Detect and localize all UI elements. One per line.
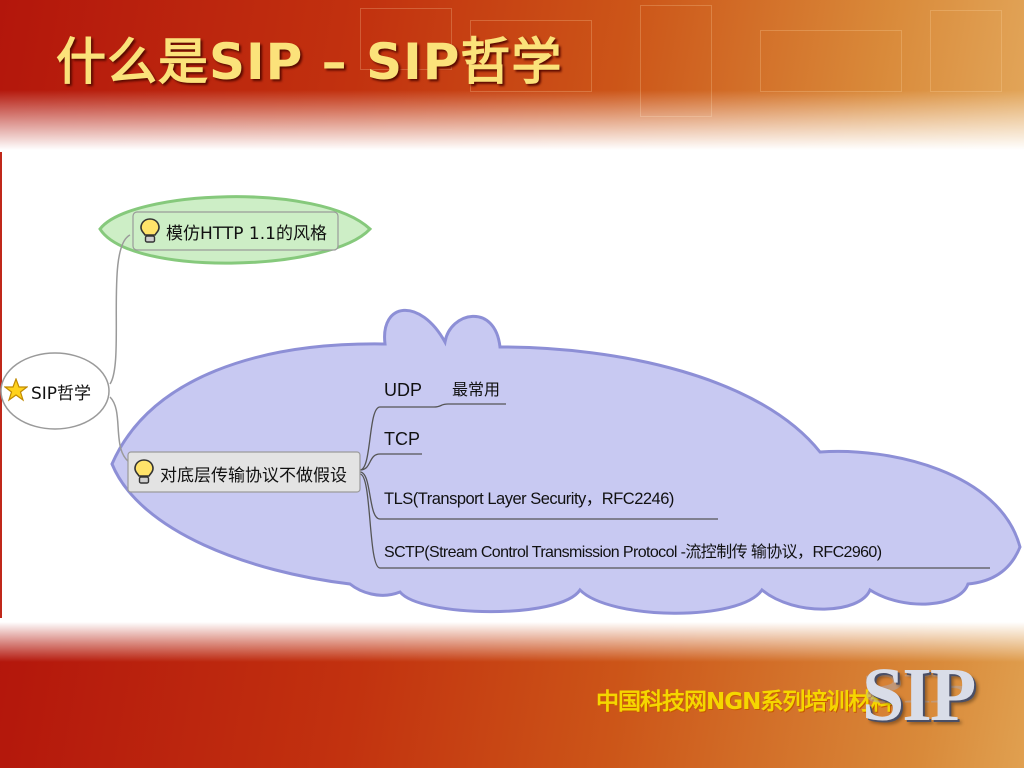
connector-to-tls — [359, 471, 718, 520]
tcp-label: TCP — [384, 429, 420, 449]
footer-band — [0, 622, 1024, 768]
connector-to-udp — [359, 406, 434, 471]
banner-decoration — [760, 30, 902, 92]
udp-note-label: 最常用 — [452, 380, 501, 399]
sip-logo: SIP — [862, 653, 976, 737]
connector-root-to-http — [109, 234, 131, 385]
connector-udp-to-note — [433, 403, 506, 408]
connector-root-to-transport — [109, 396, 133, 465]
mindmap-diagram: SIP哲学 模仿HTTP 1.1的风格 对底层传输协议不做假设 UDP 最常用 … — [0, 152, 1024, 622]
lightbulb-icon — [134, 459, 154, 484]
lightbulb-icon — [140, 218, 160, 243]
connector-to-tcp — [359, 453, 422, 471]
udp-label: UDP — [384, 380, 423, 400]
http-node-label: 模仿HTTP 1.1的风格 — [166, 224, 327, 244]
mindmap-canvas — [0, 195, 1022, 615]
footer-text: 中国科技网NGN系列培训材料 — [596, 689, 893, 715]
http-node-box — [132, 211, 339, 251]
banner-decoration — [640, 5, 712, 117]
root-node-label: SIP哲学 — [31, 384, 92, 404]
tls-label: TLS(Transport Layer Security，RFC2246) — [384, 490, 674, 508]
banner-decoration — [360, 8, 452, 70]
purple-cloud-bubble — [110, 308, 1022, 615]
connector-to-sctp — [359, 473, 990, 569]
sctp-label: SCTP(Stream Control Transmission Protoco… — [384, 544, 882, 561]
slide-title: 什么是SIP – SIP哲学 — [56, 33, 563, 91]
title-banner — [0, 0, 1024, 150]
star-icon — [4, 378, 28, 402]
transport-node-label: 对底层传输协议不做假设 — [160, 466, 347, 486]
root-node-shape — [0, 352, 110, 430]
banner-decoration — [930, 10, 1002, 92]
transport-node-box — [127, 451, 361, 493]
